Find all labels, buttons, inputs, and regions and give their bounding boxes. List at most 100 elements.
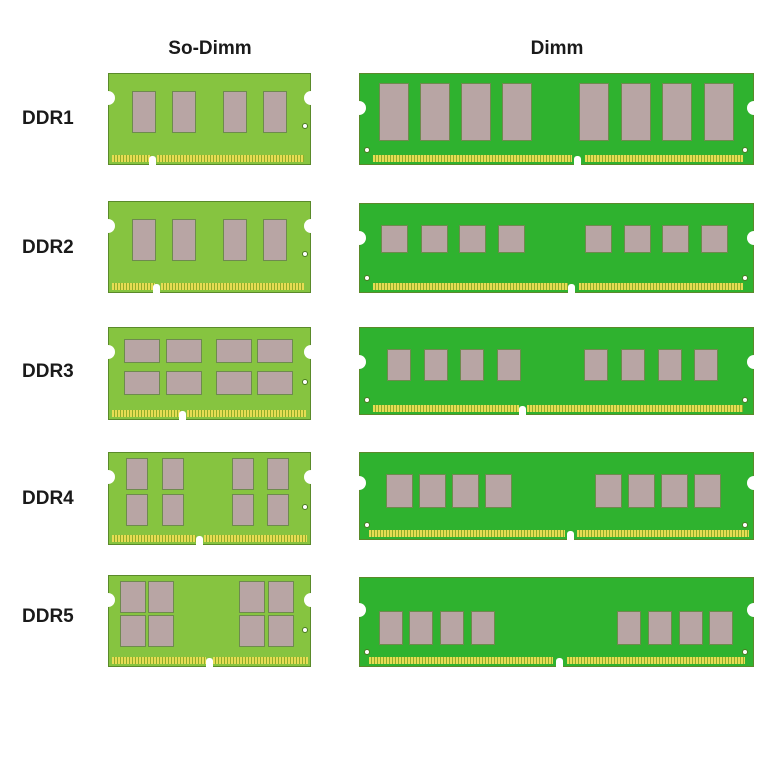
memory-chip	[498, 225, 525, 253]
gold-contacts	[373, 283, 568, 290]
ddr3-sodimm-module	[107, 327, 312, 421]
memory-chip	[132, 219, 156, 261]
memory-chip	[621, 349, 645, 381]
pcb-board	[359, 203, 754, 293]
ddr4-dimm-module	[358, 452, 755, 541]
ddr4-sodimm-module	[107, 452, 312, 546]
mount-hole	[302, 504, 308, 510]
memory-chip	[120, 615, 146, 647]
side-latch-notch	[747, 101, 755, 115]
memory-chip	[440, 611, 464, 645]
side-latch-notch	[747, 355, 755, 369]
memory-chip	[223, 219, 247, 261]
side-latch-notch	[304, 91, 312, 105]
memory-chip	[263, 91, 287, 133]
memory-chip	[628, 474, 655, 508]
memory-chip	[459, 225, 486, 253]
memory-chip	[419, 474, 446, 508]
mount-hole	[742, 147, 748, 153]
side-latch-notch	[358, 355, 366, 369]
memory-chip	[381, 225, 408, 253]
memory-chip	[166, 339, 202, 363]
gold-contacts	[213, 657, 308, 664]
mount-hole	[742, 649, 748, 655]
memory-chip	[471, 611, 495, 645]
memory-chip	[617, 611, 641, 645]
memory-chip	[379, 611, 403, 645]
side-latch-notch	[747, 603, 755, 617]
ddr3-dimm-module	[358, 327, 755, 416]
key-notch	[568, 284, 575, 294]
row-label-ddr4: DDR4	[22, 488, 74, 509]
mount-hole	[742, 397, 748, 403]
memory-chip	[595, 474, 622, 508]
memory-chip	[162, 494, 184, 526]
memory-chip	[661, 474, 688, 508]
memory-chip	[148, 581, 174, 613]
memory-chip	[420, 83, 450, 141]
memory-chip	[460, 349, 484, 381]
gold-contacts	[161, 283, 304, 290]
gold-contacts	[112, 535, 196, 542]
memory-chip	[485, 474, 512, 508]
side-latch-notch	[747, 231, 755, 245]
memory-chip	[624, 225, 651, 253]
mount-hole	[742, 522, 748, 528]
memory-chip	[120, 581, 146, 613]
memory-chip	[124, 339, 160, 363]
dimm-column-header: Dimm	[530, 38, 584, 59]
row-label-ddr5: DDR5	[22, 606, 74, 627]
memory-chip	[579, 83, 609, 141]
memory-chip	[257, 339, 293, 363]
gold-contacts	[373, 155, 572, 162]
memory-chip	[621, 83, 651, 141]
memory-chip	[172, 219, 196, 261]
side-latch-notch	[107, 219, 115, 233]
memory-chip	[585, 225, 612, 253]
mount-hole	[742, 275, 748, 281]
side-latch-notch	[358, 231, 366, 245]
memory-chip	[679, 611, 703, 645]
key-notch	[556, 658, 563, 668]
memory-chip	[267, 494, 289, 526]
sodimm-column-header: So-Dimm	[168, 38, 252, 59]
memory-chip	[267, 458, 289, 490]
gold-contacts	[157, 155, 304, 162]
memory-chip	[658, 349, 682, 381]
memory-chip	[166, 371, 202, 395]
mount-hole	[364, 649, 370, 655]
key-notch	[196, 536, 203, 546]
memory-chip	[502, 83, 532, 141]
ddr1-sodimm-module	[107, 73, 312, 166]
memory-chip	[709, 611, 733, 645]
memory-chip	[694, 349, 718, 381]
memory-chip	[239, 581, 265, 613]
gold-contacts	[577, 530, 749, 537]
mount-hole	[364, 147, 370, 153]
mount-hole	[364, 522, 370, 528]
mount-hole	[302, 123, 308, 129]
mount-hole	[364, 275, 370, 281]
memory-chip	[263, 219, 287, 261]
key-notch	[567, 531, 574, 541]
gold-contacts	[204, 535, 307, 542]
mount-hole	[302, 251, 308, 257]
key-notch	[574, 156, 581, 166]
gold-contacts	[187, 410, 306, 417]
ddr2-dimm-module	[358, 203, 755, 294]
pcb-board	[359, 73, 754, 165]
side-latch-notch	[107, 470, 115, 484]
memory-chip	[126, 458, 148, 490]
memory-chip	[701, 225, 728, 253]
memory-chip	[132, 91, 156, 133]
memory-chip	[409, 611, 433, 645]
gold-contacts	[112, 155, 151, 162]
side-latch-notch	[304, 470, 312, 484]
memory-chip	[232, 458, 254, 490]
side-latch-notch	[358, 476, 366, 490]
memory-chip	[124, 371, 160, 395]
memory-chip	[223, 91, 247, 133]
side-latch-notch	[747, 476, 755, 490]
side-latch-notch	[304, 345, 312, 359]
